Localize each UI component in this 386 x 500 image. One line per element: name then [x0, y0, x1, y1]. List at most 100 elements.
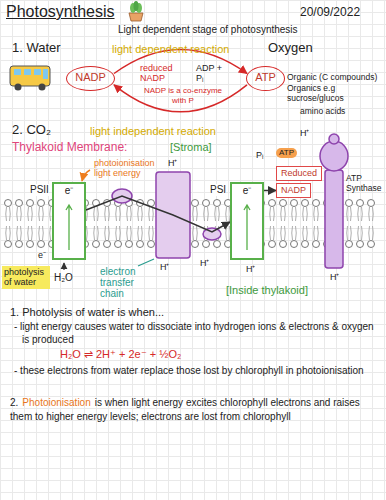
lipid-tails: [358, 207, 363, 240]
lipid-head: [214, 200, 221, 207]
item-heading: 2. CO₂: [12, 122, 51, 138]
cycle-label: reduced NADP: [140, 64, 176, 84]
lipid-tails: [6, 207, 11, 240]
atp-synthase-shape: [320, 134, 348, 268]
highlight-note: light independent reaction: [90, 125, 216, 138]
lipid-tails: [39, 207, 44, 240]
product-label: amino acids: [300, 106, 345, 116]
lipid-head: [5, 241, 12, 248]
lipid-tails: [292, 207, 297, 240]
lipid-head: [346, 200, 353, 207]
plant-leaf: [134, 1, 139, 11]
bus-window: [24, 69, 31, 75]
lipid-head: [192, 200, 199, 207]
photosystem-name: PSI: [210, 184, 226, 196]
part-label: ATP Synthase: [346, 174, 384, 194]
synthase-head: [320, 141, 348, 171]
lipid-head: [269, 241, 276, 248]
note-number: 2.: [10, 397, 18, 408]
plant-icon: [129, 1, 143, 21]
lipid-head: [16, 241, 23, 248]
lipid-head: [357, 200, 364, 207]
node-text: Reduced: [280, 168, 318, 179]
ion-label: Pᵢ: [256, 150, 263, 161]
lipid-head: [214, 241, 221, 248]
lipid-head: [368, 241, 375, 248]
lipid-tails: [303, 207, 308, 240]
date: 20/09/2022: [300, 5, 360, 19]
lipid-tails: [116, 207, 121, 240]
electron-path-arrow: [264, 190, 276, 192]
ion-label: H⁺: [246, 264, 256, 275]
process-label: photoionisation light energy: [94, 158, 158, 179]
lipid-head: [280, 241, 287, 248]
node-text: NADP: [280, 185, 307, 196]
lipid-head: [346, 241, 353, 248]
keyword: Photoionisation: [22, 397, 90, 408]
lipid-head: [115, 241, 122, 248]
lipid-tails: [281, 207, 286, 240]
lipid-tails: [28, 207, 33, 240]
plant-pot: [129, 13, 143, 21]
leader-line: [138, 259, 154, 266]
highlight-note: photolysis of water: [2, 266, 50, 289]
lipid-tails: [347, 207, 352, 240]
excitation-arrow: [66, 205, 72, 250]
lipid-tails: [314, 207, 319, 240]
light-arrow: [82, 170, 90, 181]
section-heading: Thylakoid Membrane:: [12, 140, 127, 154]
lipid-head: [137, 241, 144, 248]
bus-icon: [10, 66, 50, 91]
lipid-tails: [369, 207, 374, 240]
ion-label: H⁺: [168, 158, 178, 169]
lipid-head: [280, 200, 287, 207]
region-label: [Stroma]: [170, 141, 212, 154]
electron-label: e⁻: [232, 185, 262, 197]
note-text: - these electrons from water replace tho…: [14, 364, 376, 377]
lipid-head: [291, 241, 298, 248]
electron-label: e⁻: [54, 185, 84, 197]
product-label: Organic (C compounds): [287, 72, 377, 82]
bus-body: [10, 66, 50, 86]
bus-wheel: [39, 84, 46, 91]
synthase-knob: [329, 134, 339, 144]
item-heading: 1. Water: [12, 40, 61, 56]
lipid-head: [38, 200, 45, 207]
note-text: - light energy causes water to dissociat…: [14, 320, 376, 346]
cycle-label: ADP + Pᵢ: [196, 64, 230, 84]
electron-label: e⁻: [38, 250, 46, 261]
cycle-arrow: [114, 85, 247, 112]
bus-door: [43, 69, 48, 79]
bus-wheel: [15, 84, 22, 91]
cycle-oval: ATP: [246, 66, 285, 91]
molecule-label: H₂O: [54, 272, 73, 284]
product-label: Organics e.g sucrose/glucos: [287, 84, 382, 104]
lipid-tails: [17, 207, 22, 240]
lipid-head: [27, 241, 34, 248]
lipid-tails: [127, 207, 132, 240]
lipid-head: [27, 200, 34, 207]
page-title: Photosynthesis: [6, 2, 115, 21]
node-text: ATP: [254, 71, 277, 84]
lipid-tails: [94, 207, 99, 240]
photosystem-name: PSII: [30, 184, 49, 196]
nadp-tag: Reduced: [276, 166, 322, 181]
lipid-tails: [270, 207, 275, 240]
electron-path-arrow: [86, 196, 230, 232]
excitation-arrow: [244, 205, 250, 250]
lipid-head: [302, 241, 309, 248]
equation: H₂O ⇌ 2H⁺ + 2e⁻ + ½O₂: [60, 348, 181, 361]
region-label: [Inside thylakoid]: [226, 284, 308, 297]
lipid-head: [93, 241, 100, 248]
lipid-head: [203, 200, 210, 207]
atp-token: ATP: [276, 148, 297, 158]
bus-window: [14, 69, 21, 75]
lipid-head: [368, 200, 375, 207]
lipid-head: [313, 200, 320, 207]
bus-window: [34, 69, 41, 75]
product-label: Oxygen: [268, 40, 313, 56]
nadp-tag: NADP: [276, 183, 311, 198]
lipid-head: [16, 200, 23, 207]
highlight-note: light dependent reaction: [112, 43, 229, 56]
